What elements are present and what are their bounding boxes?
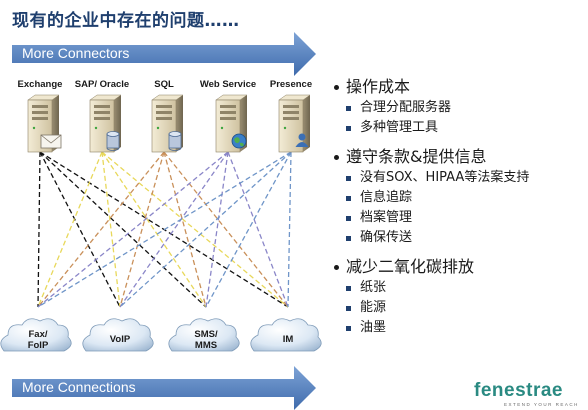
bullet-group: 遵守条款&提供信息没有SOX、HIPAA等法案支持信息追踪档案管理确保传送 (332, 146, 582, 248)
server-4: Web Service (200, 79, 256, 153)
connection-line (101, 151, 121, 308)
server-5: Presence (270, 79, 312, 153)
server-label: Presence (270, 79, 312, 90)
bullet-group: 操作成本合理分配服务器多种管理工具 (332, 76, 582, 138)
bullet-heading: 遵守条款&提供信息 (332, 146, 582, 168)
bullet-item: 能源 (332, 298, 582, 318)
server-label: SQL (154, 79, 174, 90)
connection-line (205, 151, 229, 308)
cloud-label: IM (283, 334, 294, 345)
more-connectors-banner: More Connectors (12, 32, 316, 76)
connection-line (39, 151, 121, 308)
connection-line (119, 151, 229, 308)
server-row: Exchange SAP/ Oracle SQL Web Service Presenc… (18, 79, 312, 153)
globe-icon (231, 133, 247, 149)
connection-lines (37, 151, 292, 308)
bullet-item: 没有SOX、HIPAA等法案支持 (332, 168, 582, 188)
connection-line (37, 151, 229, 308)
more-connections-banner: More Connections (12, 366, 316, 410)
connectivity-diagram: Exchange SAP/ Oracle SQL Web Service Presenc… (0, 79, 322, 352)
connection-line (37, 151, 165, 308)
server-label: SAP/ Oracle (75, 79, 129, 90)
bullet-item: 多种管理工具 (332, 118, 582, 138)
cloud-label: Fax/ (28, 329, 47, 340)
connection-line (39, 151, 207, 308)
bullet-item: 合理分配服务器 (332, 98, 582, 118)
connection-line (287, 151, 292, 308)
bullet-heading: 减少二氧化碳排放 (332, 256, 582, 278)
server-1: Exchange (18, 79, 63, 153)
banner-label: More Connectors (22, 45, 130, 61)
channel-cloud-4: IM (250, 318, 322, 352)
bullet-item: 油墨 (332, 318, 582, 338)
channel-clouds: Fax/FoIP VoIP SMS/MMS IM (0, 318, 322, 352)
connection-line (205, 151, 292, 308)
slide-title: 现有的企业中存在的问题…… (12, 11, 240, 31)
cloud-label: VoIP (110, 334, 131, 345)
banner-arrow-shape (12, 32, 316, 76)
logo-wordmark: fenestrae (474, 380, 563, 401)
connection-line (119, 151, 165, 308)
channel-cloud-3: SMS/MMS (168, 318, 240, 352)
connection-line (163, 151, 289, 308)
cloud-shape (0, 318, 72, 352)
cloud-label: FoIP (28, 340, 49, 351)
bullet-item: 纸张 (332, 278, 582, 298)
envelope-icon (40, 134, 62, 149)
server-label: Exchange (18, 79, 63, 90)
bullet-item: 确保传送 (332, 228, 582, 248)
cloud-shape (250, 318, 322, 352)
logo-tagline: EXTEND YOUR REACH (504, 402, 579, 407)
bullet-group: 减少二氧化碳排放纸张能源油墨 (332, 256, 582, 338)
server-3: SQL (151, 79, 184, 153)
channel-cloud-2: VoIP (82, 318, 154, 352)
fenestrae-logo: fenestrae EXTEND YOUR REACH (470, 380, 585, 408)
server-2: SAP/ Oracle (75, 79, 129, 153)
channel-cloud-1: Fax/FoIP (0, 318, 72, 352)
connection-line (37, 151, 292, 308)
cloud-label: SMS/ (194, 329, 218, 340)
server-label: Web Service (200, 79, 256, 90)
bullet-heading: 操作成本 (332, 76, 582, 98)
person-icon (295, 133, 309, 147)
connection-line (119, 151, 292, 308)
connection-line (163, 151, 207, 308)
connection-line (227, 151, 289, 308)
cloud-shape (82, 318, 154, 352)
banner-label: More Connections (22, 379, 136, 395)
connection-line (101, 151, 207, 308)
database-icon (168, 131, 182, 151)
banner-arrow-shape (12, 366, 316, 410)
cloud-label: MMS (195, 340, 217, 351)
cloud-shape (168, 318, 240, 352)
connection-line (101, 151, 289, 308)
connection-line (37, 151, 103, 308)
bullet-item: 信息追踪 (332, 188, 582, 208)
database-icon (106, 131, 120, 151)
issues-bullet-list: 操作成本合理分配服务器多种管理工具遵守条款&提供信息没有SOX、HIPAA等法案… (332, 76, 582, 346)
connection-line (37, 151, 41, 308)
bullet-item: 档案管理 (332, 208, 582, 228)
